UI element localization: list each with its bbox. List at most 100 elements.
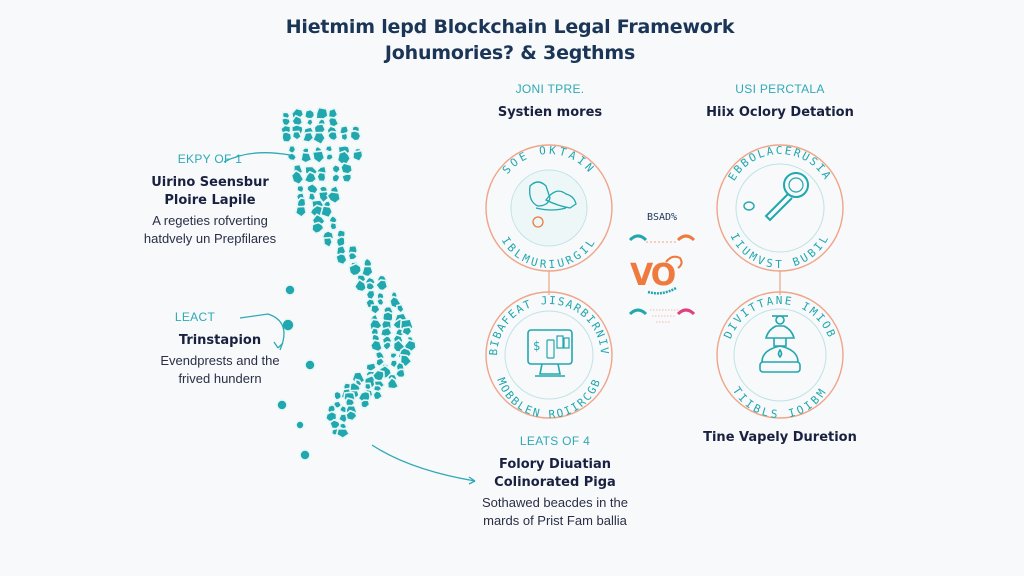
map-cell — [325, 152, 335, 162]
callout-kicker: EKPY OF 1 — [177, 152, 243, 166]
callout-2: LEACT Trinstapion Evendprests and the fr… — [130, 308, 310, 388]
callout-body: frived hundern — [178, 371, 262, 386]
island-cell — [295, 420, 305, 430]
page-title: Hietmim lepd Blockchain Legal Framework … — [0, 14, 1024, 66]
scholar-icon — [759, 315, 801, 373]
arrow-head-icon — [273, 341, 284, 349]
callout-heading: Uirino Seensbur — [151, 175, 269, 190]
title-line-1: Hietmim lepd Blockchain Legal Framework — [285, 16, 735, 38]
map-cell — [326, 130, 339, 142]
map-cell — [294, 205, 308, 219]
callout-heading: Trinstapion — [178, 333, 262, 348]
map-cell — [360, 399, 371, 409]
badge-outer-ring — [716, 144, 844, 272]
badge-ring-text-bottom: IIUMVST BUBIL — [728, 231, 833, 271]
svg-text:$: $ — [533, 339, 540, 353]
logo-mark: VO — [630, 258, 676, 293]
center-logo: BSAD% VO — [622, 210, 702, 325]
badge-inner-ring — [510, 169, 588, 247]
map-badge: SOE OKTAIN IBLMURIURGIL — [485, 144, 613, 272]
island-cell — [276, 399, 288, 411]
callout-kicker: LEATS OF 4 — [519, 434, 591, 448]
map-cell — [400, 326, 413, 338]
map-cell — [324, 144, 334, 154]
title-line-2: Johumories? & 3egthms — [384, 42, 636, 64]
map-cell — [375, 297, 385, 307]
map-cell — [396, 303, 406, 315]
badge-inner-ring — [735, 163, 825, 253]
callout-heading: Colinorated Piga — [494, 475, 616, 490]
map-cell — [372, 389, 384, 401]
badge-inner-ring — [504, 310, 594, 400]
column-heading: Systien mores — [497, 105, 603, 120]
callout-body: hatdvely un Prepfilares — [143, 231, 277, 246]
right-arc-icon — [676, 234, 696, 242]
badge-inner-ring — [733, 308, 827, 402]
island-cell — [299, 449, 311, 461]
map-cell — [290, 169, 305, 186]
left-arc-icon — [628, 234, 648, 242]
logo-label: BSAD% — [646, 212, 678, 223]
magnifier-badge: EBBOLACERUSIA IIUMVST BUBIL — [716, 144, 844, 272]
callout-heading: Ploire Lapile — [164, 193, 256, 208]
right-arc-icon — [676, 308, 696, 316]
flourish-icon — [665, 255, 683, 269]
map-cell — [386, 376, 400, 390]
badge-outer-ring — [485, 291, 613, 419]
callout-3-connector — [371, 444, 476, 482]
map-cell — [329, 221, 338, 231]
map-cell — [291, 130, 303, 141]
monitor-badge: BIBAFEAT JISARBIRNIV MOBBLEN ROIIRCGB $ — [485, 291, 613, 421]
column-header-right: USI PERCTALA Hiix Oclory Detation — [690, 80, 870, 122]
callout-1: EKPY OF 1 Uirino Seensbur Ploire Lapile … — [110, 150, 310, 248]
map-cell — [338, 404, 349, 414]
map-cell — [300, 151, 313, 164]
column-heading: Hiix Oclory Detation — [706, 105, 854, 120]
map-cell — [375, 356, 386, 368]
monitor-icon: $ — [527, 329, 573, 377]
map-cell — [394, 368, 406, 379]
badge-outer-ring — [485, 144, 613, 272]
map-cell — [311, 221, 325, 235]
map-cell — [316, 171, 327, 183]
left-arc-icon — [628, 308, 648, 316]
badge-outer-ring — [716, 291, 844, 419]
map-cell — [335, 427, 351, 440]
map-cell — [352, 149, 364, 163]
map-cell — [322, 236, 334, 249]
vietnam-map-icon — [529, 181, 577, 228]
column-header-left: JONI TPRE. Systien mores — [470, 80, 630, 122]
map-cell — [303, 170, 318, 184]
map-cell — [381, 340, 393, 352]
callout-body: mards of Prist Fam ballia — [483, 513, 627, 528]
scholar-badge: DIVITTANE IMIOB TIIBLS IOIBM — [716, 291, 844, 421]
map-cell — [311, 131, 327, 146]
map-cell — [331, 172, 341, 183]
map-cell — [349, 129, 362, 142]
callout-1-connector — [223, 152, 291, 163]
map-cell — [374, 279, 389, 292]
map-cell — [281, 131, 293, 144]
callout-body: Sothawed beacdes in the — [482, 495, 628, 510]
callout-body: A regeties rofverting — [152, 213, 268, 228]
map-cell — [319, 205, 334, 219]
map-cell — [326, 190, 342, 205]
map-cell — [345, 409, 359, 422]
badge-ring-text-bottom: TIIBLS IOIBM — [730, 384, 830, 421]
vietnam-map — [276, 106, 417, 461]
island-cell — [304, 359, 316, 371]
column-kicker: JONI TPRE. — [515, 82, 585, 96]
map-cell — [333, 390, 343, 402]
callout-kicker: LEACT — [174, 310, 216, 324]
callout-3: LEATS OF 4 Folory Diuatian Colinorated P… — [455, 432, 655, 530]
map-cell — [340, 173, 353, 184]
map-cell — [311, 150, 326, 165]
map-cell — [389, 351, 399, 360]
map-cell — [340, 132, 349, 142]
map-cell — [334, 252, 348, 266]
callout-body: Evendprests and the — [160, 353, 280, 368]
column-kicker: USI PERCTALA — [735, 82, 825, 96]
dotted-line — [650, 309, 680, 323]
